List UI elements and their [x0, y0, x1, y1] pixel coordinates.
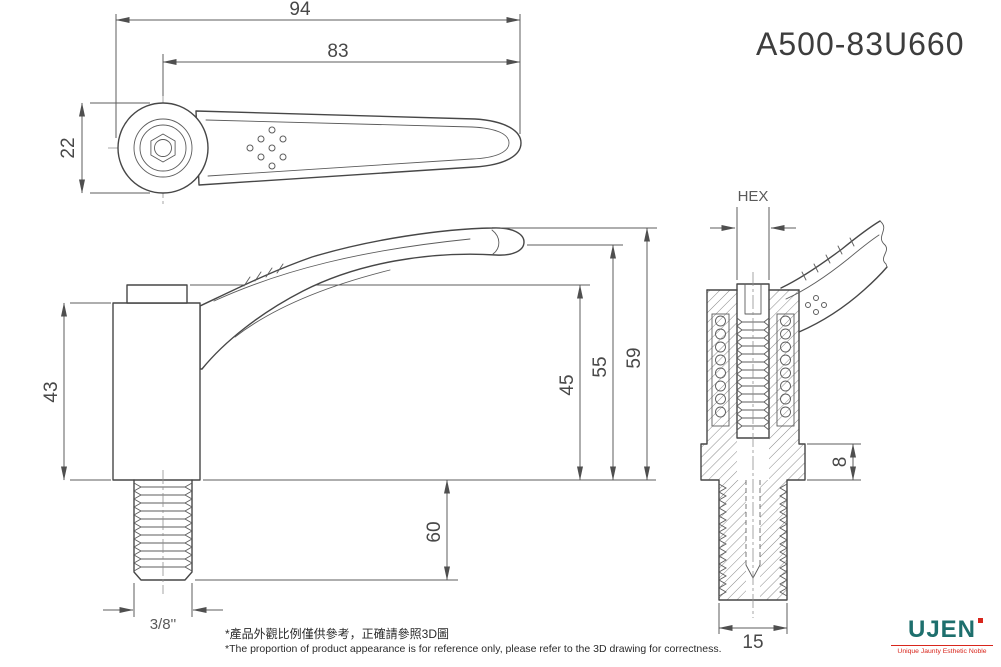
logo-tagline: Unique Jaunty Esthetic Noble — [891, 645, 993, 655]
logo-red-square — [978, 618, 984, 623]
body-cap — [126, 284, 188, 304]
dim-8: 8 — [807, 443, 861, 481]
dim-59-label: 59 — [624, 347, 645, 368]
dim-22-label: 22 — [58, 137, 79, 158]
dim-15: 15 — [718, 603, 788, 653]
hex-label: HEX — [738, 188, 769, 205]
thread-callout-label: 3/8'' — [150, 616, 177, 633]
dim-55-label: 55 — [590, 356, 611, 377]
spring-pack — [711, 313, 795, 427]
dim-8-label: 8 — [830, 457, 851, 468]
section-stud — [718, 480, 788, 597]
dim-94: 94 — [115, 0, 521, 138]
section-handle-cutaway — [780, 220, 888, 333]
footnote-english: *The proportion of product appearance is… — [225, 643, 722, 656]
dim-hex: HEX — [710, 188, 796, 280]
dim-83: 83 — [162, 41, 521, 96]
dim-60-label: 60 — [424, 521, 445, 542]
lever-top-outline — [117, 102, 522, 194]
clamp-body — [112, 302, 201, 481]
ujen-logo: UJEN Unique Jaunty Esthetic Noble — [891, 616, 993, 655]
threaded-stud-front — [133, 470, 193, 594]
logo-wordmark: UJEN — [907, 616, 984, 644]
dim-94-label: 94 — [289, 0, 311, 20]
dim-15-label: 15 — [742, 632, 763, 653]
grip-dimples — [246, 126, 287, 170]
dim-43-label: 43 — [41, 381, 62, 402]
dim-59: 59 — [500, 227, 657, 481]
part-number-title: A500-83U660 — [756, 26, 965, 62]
section-view: HEX 8 15 — [700, 188, 888, 653]
dim-45: 45 — [557, 284, 583, 481]
footnotes: *產品外觀比例僅供參考，正確請參照3D圖 *The proportion of … — [225, 626, 722, 656]
dim-thread-callout: 3/8'' — [103, 583, 223, 633]
dim-22: 22 — [58, 102, 150, 194]
dim-43: 43 — [41, 302, 111, 481]
logo-text: UJEN — [907, 616, 977, 643]
lever-front-handle — [199, 227, 525, 370]
dim-55: 55 — [527, 244, 623, 481]
dim-45-label: 45 — [557, 374, 578, 395]
dim-83-label: 83 — [327, 41, 348, 62]
footnote-chinese: *產品外觀比例僅供參考，正確請參照3D圖 — [225, 627, 450, 641]
front-view: 43 60 45 55 59 3/8'' — [41, 227, 657, 633]
top-view: 94 83 22 — [58, 0, 522, 204]
dim-60: 60 — [424, 479, 450, 581]
